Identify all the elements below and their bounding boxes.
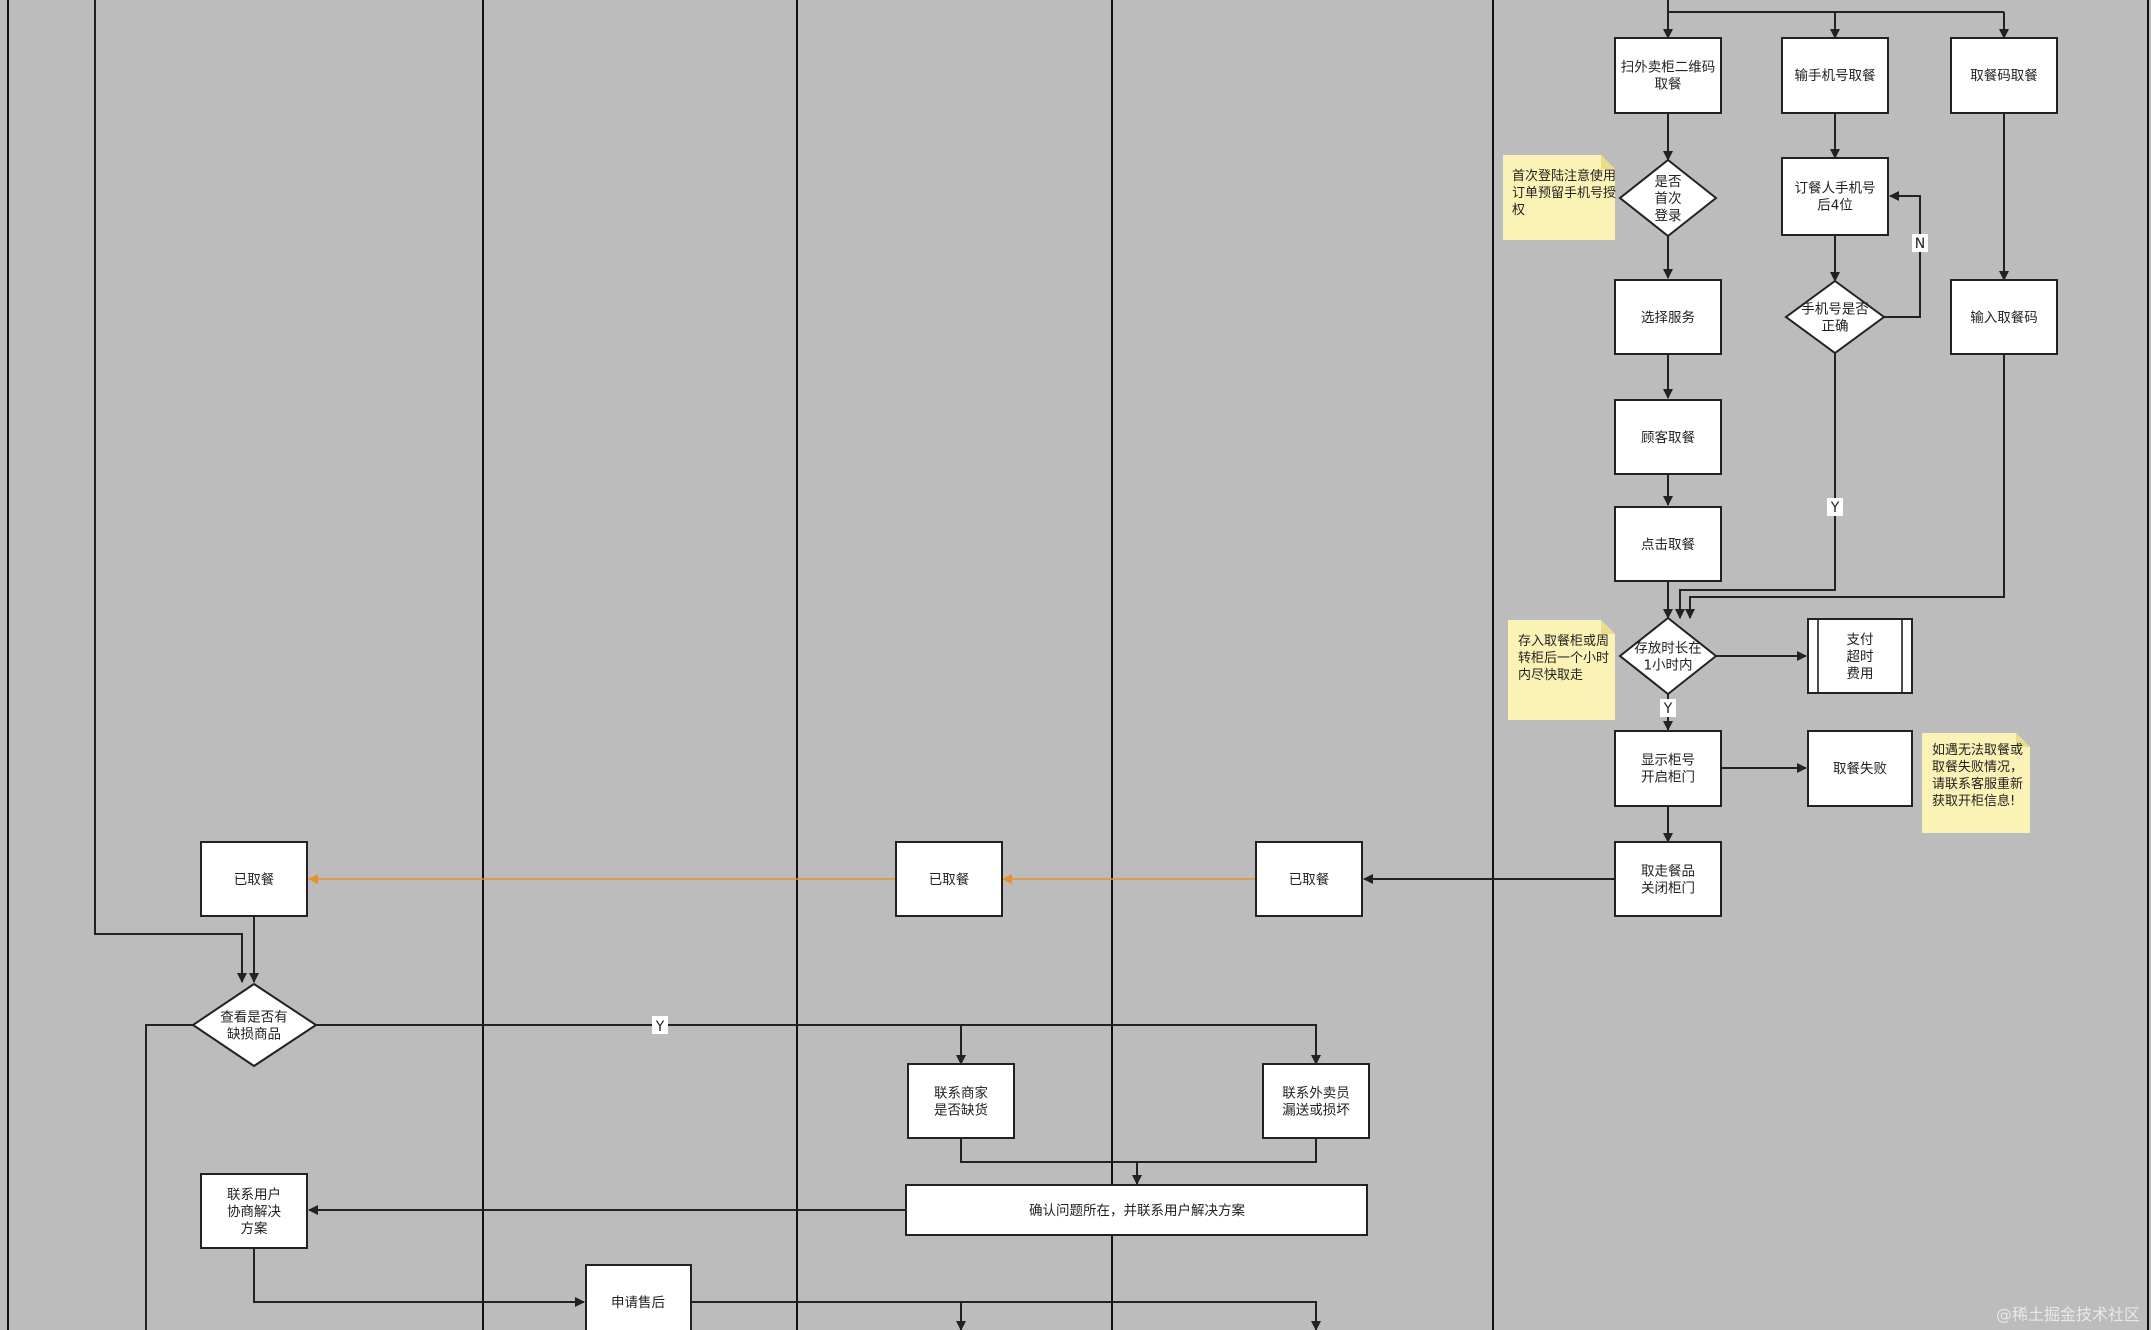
edge-label-y-missing: Y (655, 1019, 665, 1035)
edge-labels: N Y Y Y (652, 234, 1928, 1035)
swimlane-dividers (7, 0, 2149, 1330)
node-show-locker[interactable]: 显示柜号开启柜门 (1614, 730, 1722, 807)
decision-first-login[interactable]: 是否首次登录 (1618, 158, 1718, 238)
svg-text:已取餐: 已取餐 (234, 872, 275, 888)
node-pay-overtime[interactable]: 支付超时费用 (1807, 618, 1913, 694)
node-enter-code[interactable]: 输入取餐码 (1950, 279, 2058, 355)
svg-text:联系用户协商解决方案: 联系用户协商解决方案 (227, 1186, 281, 1237)
svg-text:顾客取餐: 顾客取餐 (1641, 429, 1695, 446)
decision-phone-correct[interactable]: 手机号是否正确 (1784, 279, 1886, 355)
svg-text:支付超时费用: 支付超时费用 (1847, 632, 1874, 682)
svg-text:查看是否有缺损商品: 查看是否有缺损商品 (220, 1010, 288, 1043)
node-customer-pickup[interactable]: 顾客取餐 (1614, 399, 1722, 475)
note-failure: 如遇无法取餐或取餐失败情况，请联系客服重新获取开柜信息! (1922, 733, 2030, 833)
note-failure-text: 如遇无法取餐或取餐失败情况，请联系客服重新获取开柜信息! (1932, 742, 2023, 809)
edges (94, 0, 2009, 1330)
edge-label-y-time: Y (1663, 701, 1673, 717)
note-locker: 存入取餐柜或周转柜后一个小时内尽快取走 (1508, 620, 1615, 720)
node-scan-qr[interactable]: 扫外卖柜二维码取餐 (1614, 37, 1722, 114)
edge-label-n: N (1915, 236, 1925, 252)
decision-check-missing[interactable]: 查看是否有缺损商品 (191, 982, 318, 1068)
svg-text:输入取餐码: 输入取餐码 (1970, 310, 2038, 326)
svg-text:取餐码取餐: 取餐码取餐 (1970, 68, 2038, 84)
node-confirm-issue[interactable]: 确认问题所在，并联系用户解决方案 (905, 1184, 1368, 1236)
node-contact-courier[interactable]: 联系外卖员漏送或损坏 (1262, 1063, 1370, 1139)
svg-text:申请售后: 申请售后 (611, 1295, 665, 1311)
svg-text:点击取餐: 点击取餐 (1641, 537, 1695, 553)
svg-text:扫外卖柜二维码取餐: 扫外卖柜二维码取餐 (1621, 60, 1716, 93)
watermark: @稀土掘金技术社区 (1996, 1305, 2140, 1324)
node-take-meal-close[interactable]: 取走餐品关闭柜门 (1614, 841, 1722, 917)
note-first-login: 首次登陆注意使用订单预留手机号授权 (1503, 155, 1616, 240)
node-phone-pickup[interactable]: 输手机号取餐 (1781, 37, 1889, 114)
svg-text:已取餐: 已取餐 (929, 872, 970, 888)
node-contact-user[interactable]: 联系用户协商解决方案 (200, 1173, 308, 1249)
svg-text:联系外卖员漏送或损坏: 联系外卖员漏送或损坏 (1282, 1086, 1350, 1119)
svg-text:取走餐品关闭柜门: 取走餐品关闭柜门 (1641, 864, 1695, 897)
svg-text:取餐失败: 取餐失败 (1833, 761, 1887, 777)
svg-text:选择服务: 选择服务 (1641, 310, 1695, 326)
node-after-sales[interactable]: 申请售后 (585, 1264, 692, 1330)
svg-text:已取餐: 已取餐 (1289, 872, 1330, 888)
svg-text:是否首次登录: 是否首次登录 (1655, 174, 1682, 224)
node-select-service[interactable]: 选择服务 (1614, 279, 1722, 355)
svg-text:显示柜号开启柜门: 显示柜号开启柜门 (1641, 753, 1695, 786)
node-pickup-failed[interactable]: 取餐失败 (1807, 730, 1913, 807)
node-code-pickup[interactable]: 取餐码取餐 (1950, 37, 2058, 114)
note-locker-text: 存入取餐柜或周转柜后一个小时内尽快取走 (1518, 633, 1609, 683)
edge-label-y-phone: Y (1830, 500, 1840, 516)
svg-text:手机号是否正确: 手机号是否正确 (1801, 302, 1869, 335)
svg-text:输手机号取餐: 输手机号取餐 (1795, 68, 1876, 84)
note-first-login-text: 首次登陆注意使用订单预留手机号授权 (1512, 168, 1616, 218)
node-phone-last4[interactable]: 订餐人手机号后4位 (1781, 157, 1889, 236)
node-contact-merchant[interactable]: 联系商家是否缺货 (907, 1063, 1015, 1139)
node-picked-3[interactable]: 已取餐 (1255, 841, 1363, 917)
node-picked-1[interactable]: 已取餐 (200, 841, 308, 917)
node-click-pickup[interactable]: 点击取餐 (1614, 506, 1722, 582)
node-picked-2[interactable]: 已取餐 (895, 841, 1003, 917)
svg-text:订餐人手机号后4位: 订餐人手机号后4位 (1795, 181, 1876, 214)
svg-text:确认问题所在，并联系用户解决方案: 确认问题所在，并联系用户解决方案 (1029, 1202, 1245, 1219)
svg-text:联系商家是否缺货: 联系商家是否缺货 (934, 1085, 988, 1119)
